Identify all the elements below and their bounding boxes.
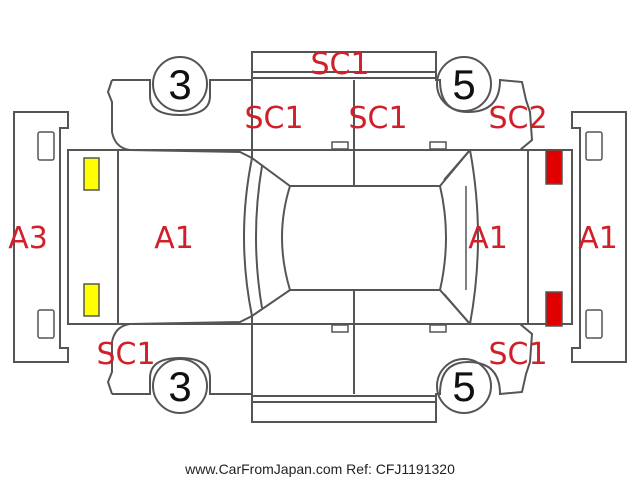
car-body [67, 51, 573, 423]
rear-bumper [571, 111, 627, 363]
tire-front-top-number: 3 [168, 61, 191, 108]
label-trunk: A1 [468, 221, 508, 256]
label-hood: A1 [154, 221, 194, 256]
rear-light-marker-bottom [545, 291, 563, 327]
label-rear-bumper: A1 [578, 221, 618, 256]
tire-front-top: 3 [152, 56, 208, 112]
label-door-front-left-upper: SC1 [244, 101, 303, 136]
tire-rear-bottom: 5 [436, 358, 492, 414]
label-rear-quarter-lower: SC1 [488, 337, 547, 372]
front-light-marker-top [83, 157, 100, 191]
tire-rear-top-number: 5 [452, 61, 475, 108]
label-roof-top: SC1 [310, 47, 369, 82]
watermark-text: www.CarFromJapan.com Ref: CFJ1191320 [184, 461, 455, 477]
label-front-bumper: A3 [8, 221, 48, 256]
rear-light-marker-top [545, 149, 563, 185]
label-front-fender-lower: SC1 [96, 337, 155, 372]
label-door-rear-left-upper: SC1 [348, 101, 407, 136]
tire-front-bottom-number: 3 [168, 363, 191, 410]
tire-rear-bottom-number: 5 [452, 363, 475, 410]
label-rear-quarter-upper: SC2 [488, 101, 547, 136]
front-light-marker-bottom [83, 283, 100, 317]
tire-front-bottom: 3 [152, 358, 208, 414]
tire-rear-top: 5 [436, 56, 492, 112]
front-bumper [13, 111, 69, 363]
